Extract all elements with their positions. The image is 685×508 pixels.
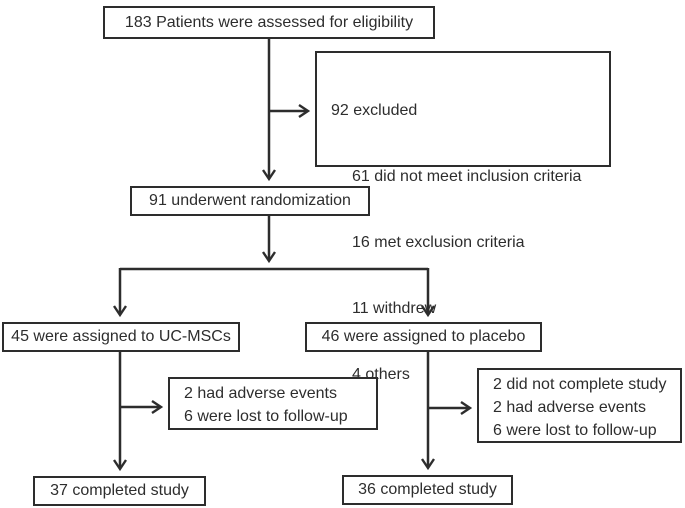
dropout-item: 2 had adverse events <box>184 385 337 402</box>
box-completed-ucmscs-text: 37 completed study <box>50 482 189 499</box>
box-arm-placebo-text: 46 were assigned to placebo <box>321 328 526 345</box>
box-completed-placebo: 36 completed study <box>342 475 513 505</box>
dropout-item: 6 were lost to follow-up <box>184 408 348 425</box>
box-eligibility-text: 183 Patients were assessed for eligibili… <box>124 13 414 31</box>
box-excluded-title: 92 excluded <box>331 102 418 119</box>
box-dropout-ucmscs: 2 had adverse events 6 were lost to foll… <box>168 377 378 430</box>
box-eligibility: 183 Patients were assessed for eligibili… <box>103 6 435 39</box>
excluded-item: 16 met exclusion criteria <box>352 234 525 251</box>
box-completed-ucmscs: 37 completed study <box>33 476 206 506</box>
box-arm-ucmscs-text: 45 were assigned to UC-MSCs <box>11 328 231 345</box>
excluded-item: 61 did not meet inclusion criteria <box>352 168 582 185</box>
dropout-item: 2 did not complete study <box>493 375 667 393</box>
excluded-item: 11 withdrew <box>352 300 437 317</box>
box-arm-placebo: 46 were assigned to placebo <box>305 322 542 352</box>
box-excluded: 92 excluded 61 did not meet inclusion cr… <box>315 51 611 383</box>
box-completed-placebo-text: 36 completed study <box>358 481 497 498</box>
dropout-item: 6 were lost to follow-up <box>493 421 657 439</box>
box-randomization: 91 underwent randomization <box>130 186 370 216</box>
box-dropout-placebo: 2 did not complete study 2 had adverse e… <box>477 368 682 443</box>
box-randomization-text: 91 underwent randomization <box>149 192 351 209</box>
box-arm-ucmscs: 45 were assigned to UC-MSCs <box>2 322 240 352</box>
dropout-item: 2 had adverse events <box>493 398 646 416</box>
